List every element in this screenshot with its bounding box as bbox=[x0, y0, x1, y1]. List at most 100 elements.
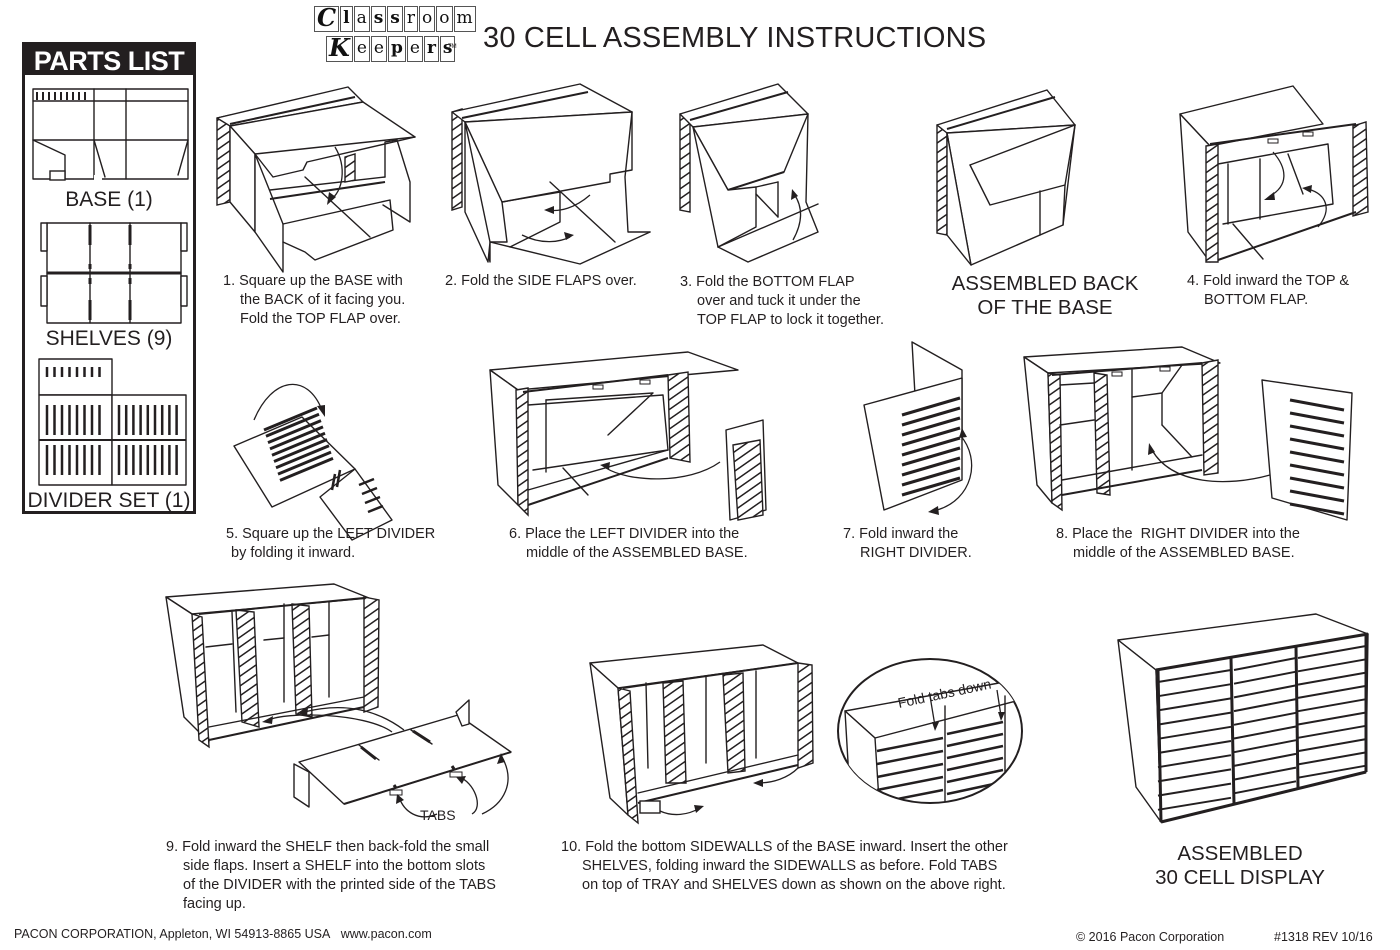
step-4-illustration bbox=[1179, 85, 1369, 263]
step-number: 5. bbox=[226, 526, 239, 542]
step-line: Fold inward the SHELF then back-fold the… bbox=[182, 839, 490, 855]
slot-line bbox=[1297, 724, 1367, 739]
logo-line-keepers: K e e p e r s bbox=[326, 36, 456, 62]
slot-line bbox=[1157, 740, 1232, 754]
step-1-illustration bbox=[216, 86, 416, 273]
step-number: 2. bbox=[445, 273, 458, 289]
step-line: over and tuck it under the bbox=[697, 293, 861, 309]
part-label-shelves: SHELVES (9) bbox=[45, 327, 173, 350]
step-number: 6. bbox=[509, 526, 522, 542]
slot-line bbox=[1289, 502, 1345, 516]
slot-line bbox=[1297, 711, 1367, 726]
slot-line bbox=[273, 438, 328, 463]
slot-line bbox=[1233, 657, 1297, 671]
website-link[interactable]: www.pacon.com bbox=[340, 927, 432, 941]
slot-line bbox=[1289, 489, 1345, 503]
slot-line bbox=[946, 720, 1004, 736]
step-7-illustration bbox=[863, 341, 973, 515]
company-address: PACON CORPORATION, Appleton, WI 54913-88… bbox=[14, 927, 331, 941]
slot-line bbox=[901, 476, 961, 497]
step-number: 8. bbox=[1056, 526, 1069, 542]
slot-line bbox=[876, 762, 944, 779]
step-line: middle of the ASSEMBLED BASE. bbox=[526, 545, 748, 561]
slot-line bbox=[1233, 780, 1297, 795]
logo-letter: e bbox=[370, 36, 387, 62]
step-8-caption: 8. Place the RIGHT DIVIDER into the midd… bbox=[1056, 525, 1300, 563]
shelves-flat-diagram-icon bbox=[40, 222, 188, 324]
step-line: RIGHT DIVIDER. bbox=[860, 545, 972, 561]
step-line: facing up. bbox=[183, 896, 246, 912]
slot-line bbox=[946, 768, 1004, 784]
slot-line bbox=[1233, 739, 1297, 754]
logo-letter: K bbox=[326, 36, 353, 62]
logo-letter: s bbox=[370, 6, 387, 32]
slot-line bbox=[1233, 684, 1297, 699]
step-line: Place the LEFT DIVIDER into the bbox=[525, 526, 740, 542]
slot-line bbox=[1297, 698, 1367, 713]
copyright-text: © 2016 Pacon Corporation bbox=[1076, 930, 1225, 944]
step-line: Fold the SIDE FLAPS over. bbox=[461, 273, 637, 289]
logo-letter: r bbox=[403, 6, 419, 32]
assembled-30-cell-illustration bbox=[1117, 613, 1369, 824]
logo-letter: o bbox=[436, 6, 453, 32]
slot-line bbox=[1297, 751, 1367, 766]
step-10-illustration bbox=[589, 644, 814, 825]
step-2-caption: 2. Fold the SIDE FLAPS over. bbox=[445, 272, 637, 291]
slot-line bbox=[901, 406, 961, 427]
step-6-illustration bbox=[489, 351, 767, 521]
slot-line bbox=[1157, 725, 1232, 740]
slot-line bbox=[1297, 645, 1367, 659]
slot-line bbox=[901, 426, 961, 447]
slot-line bbox=[1157, 683, 1232, 698]
step-line: TOP FLAP to lock it together. bbox=[697, 312, 884, 328]
slot-line bbox=[901, 446, 961, 467]
slot-line bbox=[1233, 698, 1297, 713]
step-8-illustration bbox=[1023, 346, 1353, 521]
tabs-label: TABS bbox=[420, 807, 456, 823]
step-line: Square up the BASE with bbox=[239, 273, 403, 289]
logo-letter: C bbox=[314, 6, 340, 32]
step-number: 3. bbox=[680, 274, 693, 290]
slot-line bbox=[267, 419, 322, 444]
logo-letter: a bbox=[353, 6, 370, 32]
slot-line bbox=[275, 444, 330, 470]
step-10-caption: 10. Fold the bottom SIDEWALLS of the BAS… bbox=[561, 838, 1008, 895]
step-number: 4. bbox=[1187, 273, 1200, 289]
logo-letter: s bbox=[387, 6, 403, 32]
step-line: on top of TRAY and SHELVES down as shown… bbox=[582, 877, 1006, 893]
slot-line bbox=[1233, 752, 1297, 767]
parts-list-panel: PARTS LIST BASE (1) bbox=[22, 42, 196, 514]
slot-line bbox=[901, 396, 961, 417]
slot-line bbox=[876, 736, 944, 753]
slot-line bbox=[1297, 764, 1367, 779]
slot-line bbox=[1233, 766, 1297, 781]
slot-line bbox=[1289, 463, 1345, 477]
step-line: Fold the bottom SIDEWALLS of the BASE in… bbox=[585, 839, 1008, 855]
slot-line bbox=[1297, 684, 1367, 699]
logo-line-classroom: C l a s s r o o m bbox=[314, 6, 476, 32]
slot-line bbox=[901, 456, 961, 477]
step-5-illustration bbox=[233, 383, 393, 541]
step-1-caption: 1. Square up the BASE with the BACK of i… bbox=[223, 272, 405, 329]
fold-tabs-detail-illustration: Fold tabs down bbox=[837, 658, 1023, 804]
assembled-display-caption: ASSEMBLED 30 CELL DISPLAY bbox=[1140, 842, 1340, 890]
slot-line bbox=[901, 416, 961, 437]
part-label-base: BASE (1) bbox=[65, 188, 153, 211]
slot-line bbox=[946, 756, 1004, 772]
slot-line bbox=[1157, 697, 1232, 712]
slot-line bbox=[1157, 796, 1232, 811]
slot-line bbox=[265, 412, 320, 438]
caption-line: ASSEMBLED bbox=[1177, 842, 1303, 865]
footer-company: PACON CORPORATION, Appleton, WI 54913-88… bbox=[14, 927, 432, 941]
slot-line bbox=[269, 425, 324, 451]
slot-line bbox=[1289, 437, 1345, 451]
slot-line bbox=[277, 450, 332, 476]
slot-line bbox=[901, 466, 961, 487]
step-number: 9. bbox=[166, 839, 179, 855]
slot-line bbox=[1157, 669, 1232, 683]
slot-line bbox=[1297, 671, 1367, 686]
logo-letter: l bbox=[340, 6, 353, 32]
step-line: the BACK of it facing you. bbox=[240, 292, 406, 308]
slot-line bbox=[946, 732, 1004, 748]
caption-line: ASSEMBLED BACK bbox=[951, 272, 1139, 295]
